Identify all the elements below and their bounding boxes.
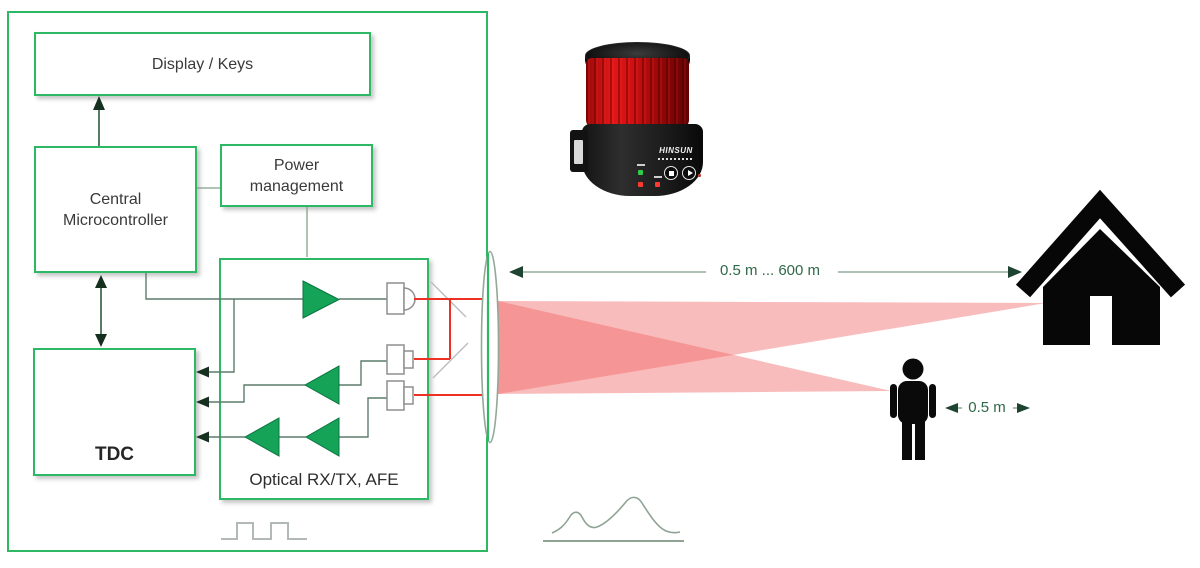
red-warning-beacon: HINSUN — [570, 40, 705, 198]
power-management-label: Power management — [249, 156, 344, 195]
beacon-red-led-2 — [655, 182, 660, 187]
range-label: 0.5 m ... 600 m — [719, 262, 821, 279]
beacon-subtext — [658, 158, 694, 160]
display-keys-label: Display / Keys — [151, 55, 254, 73]
beacon-green-led — [638, 170, 643, 175]
beacon-red-dome — [586, 58, 689, 128]
beacon-red-led-1 — [638, 182, 643, 187]
central-microcontroller-box: Central Microcontroller — [34, 146, 197, 273]
echo-waveform-icon — [543, 496, 684, 542]
beacon-play-button — [682, 166, 696, 180]
beacon-led-tag-1 — [637, 164, 645, 166]
beacon-red-led-3 — [698, 174, 701, 177]
stop-icon — [668, 170, 674, 176]
beacon-stop-button — [664, 166, 678, 180]
optical-afe-box: Optical RX/TX, AFE — [219, 258, 429, 500]
optical-afe-label: Optical RX/TX, AFE — [249, 470, 399, 489]
tdc-label: TDC — [94, 444, 135, 465]
laser-beam-cone — [498, 301, 1046, 394]
beacon-led-tag-2 — [654, 176, 662, 178]
beacon-brand-label: HINSUN — [659, 146, 693, 155]
beacon-label-sticker — [574, 140, 583, 164]
display-keys-box: Display / Keys — [34, 32, 371, 96]
central-microcontroller-label: Central Microcontroller — [63, 190, 168, 229]
house-icon — [1015, 189, 1186, 345]
power-management-box: Power management — [220, 144, 373, 207]
person-distance-label: 0.5 m — [968, 399, 1006, 416]
tdc-box: TDC — [33, 348, 196, 476]
play-icon — [687, 170, 693, 176]
person-icon — [890, 358, 936, 460]
